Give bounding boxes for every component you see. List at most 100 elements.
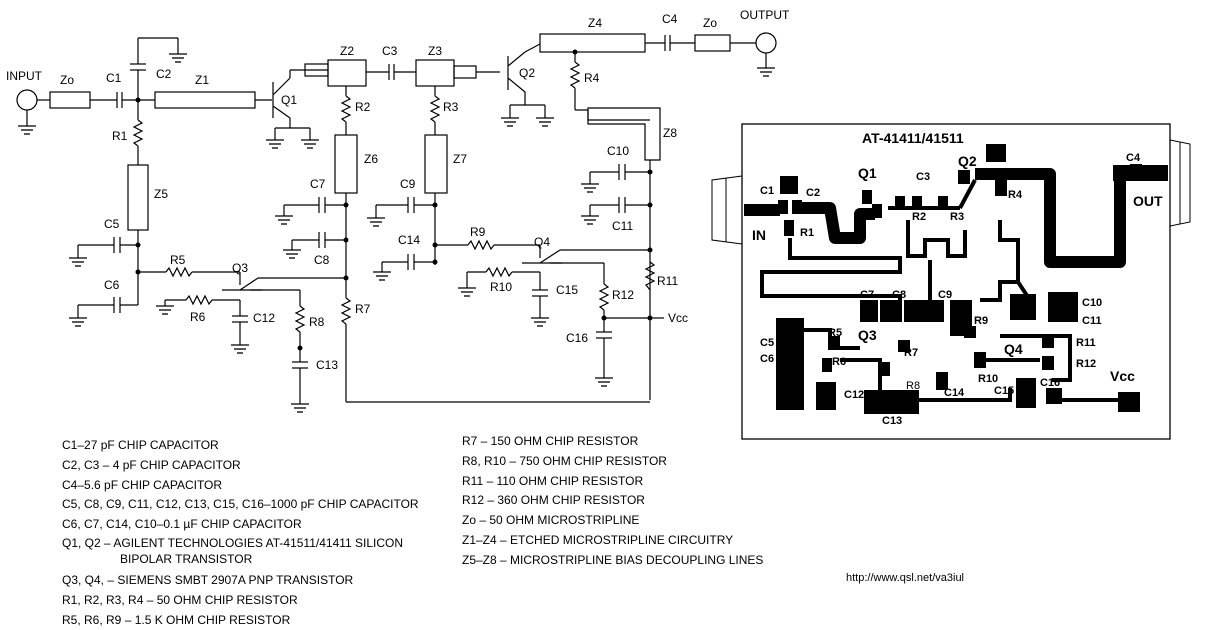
pcb-c4-label: C4: [1126, 152, 1141, 164]
c8-label: C8: [314, 253, 330, 267]
c14-label: C14: [398, 233, 420, 247]
r2-label: R2: [355, 100, 371, 114]
pcb-layout: AT-41411/41511 IN OUT Vcc: [711, 123, 1191, 440]
pcb-c9-label: C9: [938, 289, 952, 301]
legend-item: R8, R10 – 750 OHM CHIP RESISTOR: [462, 453, 667, 468]
pcb-c15-label: C15: [994, 385, 1014, 397]
c9-label: C9: [400, 177, 416, 191]
q1-label: Q1: [281, 93, 297, 107]
pcb-c8-label: C8: [892, 289, 906, 301]
pcb-in-label: IN: [752, 227, 766, 243]
legend-item: C2, C3 – 4 pF CHIP CAPACITOR: [62, 457, 241, 472]
legend-item: R5, R6, R9 – 1.5 K OHM CHIP RESISTOR: [62, 612, 291, 627]
pcb-q2-label: Q2: [958, 153, 977, 169]
c7-label: C7: [310, 177, 326, 191]
pcb-q1-label: Q1: [858, 165, 877, 181]
pcb-c7-label: C7: [860, 289, 874, 301]
zo-in-line: [49, 91, 91, 109]
z5-line: [127, 164, 149, 231]
output-port: [755, 32, 777, 54]
c16-label: C16: [566, 331, 588, 345]
z4-label: Z4: [588, 16, 602, 30]
pcb-c1-label: C1: [760, 185, 774, 197]
pcb-title: AT-41411/41511: [862, 130, 964, 146]
z2-line: [327, 59, 367, 87]
legend-item: Zo – 50 OHM MICROSTRIPLINE: [462, 513, 640, 528]
r4-label: R4: [584, 71, 600, 85]
component-legend-right: R7 – 150 OHM CHIP RESISTOR R8, R10 – 750…: [462, 432, 763, 571]
c2-label: C2: [156, 67, 172, 81]
legend-item: Z5–Z8 – MICROSTRIPLINE BIAS DECOUPLING L…: [462, 552, 764, 567]
pcb-c10-label: C10: [1082, 297, 1102, 309]
pcb-r9-label: R9: [974, 315, 988, 327]
r9-label: R9: [470, 225, 486, 239]
pcb-c13-label: C13: [882, 415, 902, 427]
output-label: OUTPUT: [740, 8, 790, 22]
pcb-c12-label: C12: [844, 389, 864, 401]
z7-line: [424, 134, 448, 194]
pcb-r8-label: R8: [906, 380, 920, 392]
r3-label: R3: [443, 100, 459, 114]
pcb-c14-label: C14: [944, 387, 965, 399]
zo-out-line: [694, 34, 731, 52]
schematic: INPUT Zo C1 C2 Z1 Q1: [6, 8, 790, 413]
pcb-c2-label: C2: [806, 187, 820, 199]
z1-label: Z1: [195, 73, 209, 87]
pcb-c6-label: C6: [760, 353, 774, 365]
legend-item: R11 – 110 OHM CHIP RESISTOR: [462, 473, 644, 488]
legend-item: R1, R2, R3, R4 – 50 OHM CHIP RESISTOR: [62, 592, 298, 607]
c6-label: C6: [104, 278, 120, 292]
pcb-c5-label: C5: [760, 337, 774, 349]
z6-line: [334, 134, 358, 194]
legend-item: Q3, Q4, – SIEMENS SMBT 2907A PNP TRANSIS…: [62, 572, 354, 587]
pcb-r7-label: R7: [904, 347, 918, 359]
q3-label: Q3: [232, 261, 248, 275]
legend-item: Z1–Z4 – ETCHED MICROSTRIPLINE CIRCUITRY: [462, 532, 734, 547]
c3-label: C3: [382, 44, 398, 58]
q2-label: Q2: [519, 66, 535, 80]
z2-label: Z2: [340, 44, 354, 58]
z1-line: [154, 91, 256, 109]
c10-label: C10: [607, 144, 629, 158]
c5-label: C5: [104, 217, 120, 231]
r8-label: R8: [309, 315, 325, 329]
input-label: INPUT: [6, 69, 43, 83]
pcb-r4-label: R4: [1008, 189, 1023, 201]
pcb-vcc-label: Vcc: [1110, 368, 1135, 384]
c13-label: C13: [316, 358, 338, 372]
r7-label: R7: [355, 302, 371, 316]
legend-item: C4–5.6 pF CHIP CAPACITOR: [62, 477, 223, 492]
component-legend-left: C1–27 pF CHIP CAPACITOR C2, C3 – 4 pF CH…: [62, 436, 419, 630]
pcb-r5-label: R5: [828, 327, 842, 339]
z3-line: [415, 59, 455, 87]
pcb-r1-label: R1: [800, 227, 814, 239]
c15-label: C15: [556, 283, 578, 297]
input-port: [16, 89, 38, 111]
z4-line: [539, 33, 646, 53]
z8-label: Z8: [663, 126, 677, 140]
pcb-out-label: OUT: [1133, 193, 1163, 209]
pcb-r3-label: R3: [950, 211, 964, 223]
z5-label: Z5: [154, 187, 168, 201]
legend-item: Q1, Q2 – AGILENT TECHNOLOGIES AT-41511/4…: [62, 535, 404, 550]
source-url: http://www.qsl.net/va3iul: [846, 572, 965, 584]
r11-label: R11: [657, 274, 678, 288]
legend-item: C6, C7, C14, C10–0.1 µF CHIP CAPACITOR: [62, 517, 302, 532]
zo-in-label: Zo: [60, 73, 74, 87]
zo-out-label: Zo: [703, 16, 717, 30]
c12-label: C12: [253, 311, 275, 325]
z3-label: Z3: [428, 44, 442, 58]
c11-label: C11: [612, 219, 633, 233]
r1-label: R1: [112, 129, 128, 143]
r12-label: R12: [612, 288, 634, 302]
pcb-q4-label: Q4: [1004, 341, 1023, 357]
pcb-r11-label: R11: [1076, 337, 1096, 349]
pcb-c3-label: C3: [916, 171, 930, 183]
pcb-c11-label: C11: [1082, 315, 1102, 327]
c1-label: C1: [106, 71, 122, 85]
legend-item: R12 – 360 OHM CHIP RESISTOR: [462, 493, 645, 508]
pcb-board: [741, 123, 1171, 440]
r10-label: R10: [490, 280, 512, 294]
r6-label: R6: [190, 310, 206, 324]
